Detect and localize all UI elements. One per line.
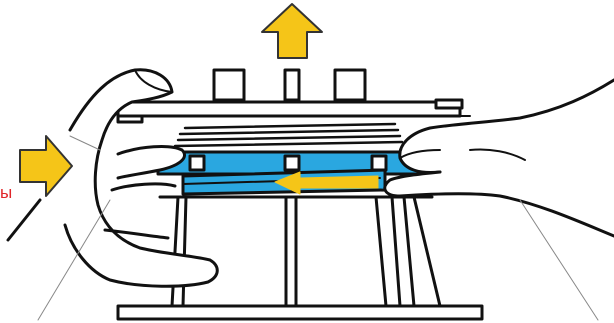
side-label: ы	[0, 183, 30, 203]
spring-stack	[175, 124, 402, 146]
base-plate	[118, 306, 482, 319]
lower-housing	[160, 197, 440, 306]
arrow-up-icon	[262, 4, 322, 58]
top-plate	[118, 70, 470, 122]
